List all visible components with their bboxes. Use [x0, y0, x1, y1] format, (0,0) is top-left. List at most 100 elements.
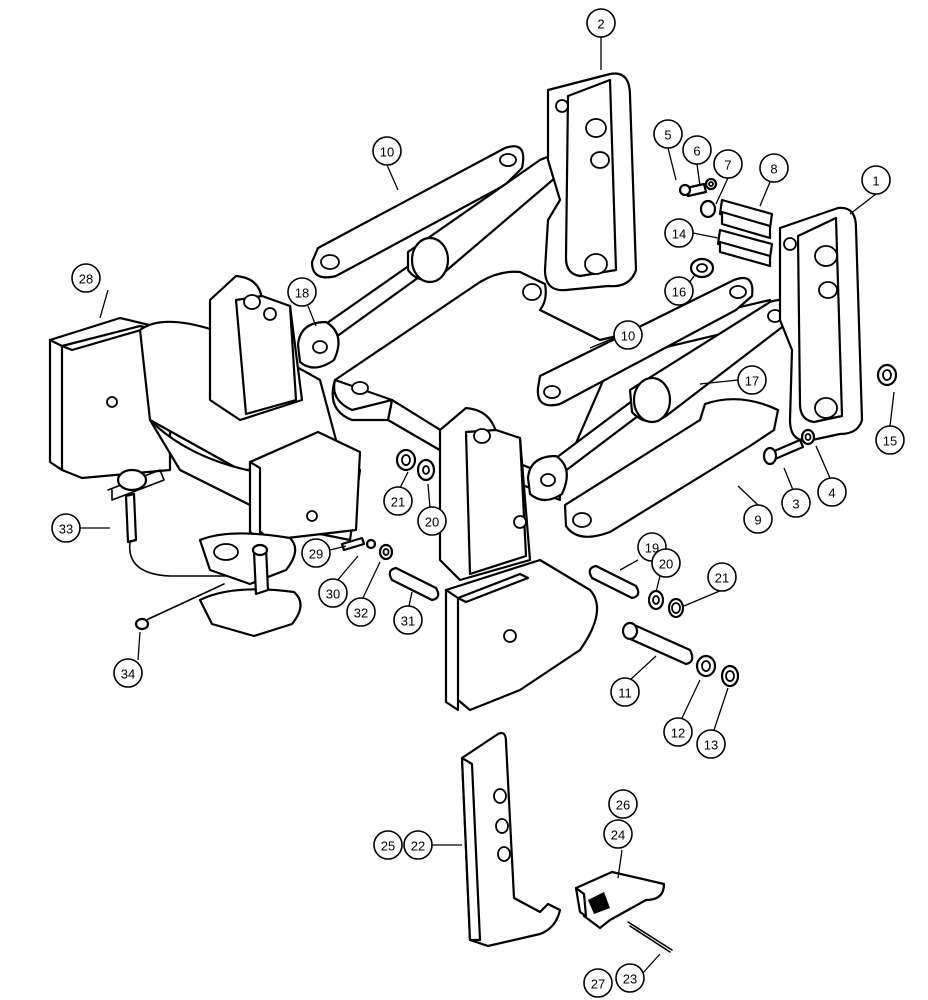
hitch-pin-33	[107, 468, 241, 577]
svg-text:7: 7	[724, 158, 731, 173]
svg-text:9: 9	[754, 513, 761, 528]
callout-26: 26	[608, 789, 638, 819]
svg-text:24: 24	[611, 828, 625, 843]
callout-16: 16	[664, 276, 694, 306]
hardware-5-6-7	[678, 177, 718, 219]
svg-text:21: 21	[715, 571, 729, 586]
pivot-bracket-1	[778, 206, 864, 442]
callout-23: 23	[615, 963, 645, 993]
lower-arm-9	[563, 398, 780, 538]
svg-text:10: 10	[621, 329, 635, 344]
svg-text:13: 13	[704, 738, 718, 753]
bolt-3-nut-4	[762, 428, 816, 466]
upper-link-arm-right	[536, 276, 754, 407]
hitch-clevis	[198, 532, 302, 638]
svg-text:5: 5	[664, 128, 671, 143]
lower-mount-plate	[444, 558, 599, 712]
callout-20-left: 20	[417, 506, 447, 536]
svg-text:19: 19	[645, 541, 659, 556]
svg-text:25: 25	[381, 839, 395, 854]
svg-text:31: 31	[401, 614, 415, 629]
callouts: 1 2 3 4 5 6 7 8 9 10 10 11 12 13 14 15 1…	[51, 8, 905, 998]
hydraulic-cylinder-right	[526, 298, 796, 502]
callout-21-left: 21	[383, 486, 413, 516]
mounting-plates-8-14	[716, 198, 774, 268]
center-upright-bracket	[438, 406, 532, 582]
svg-text:10: 10	[380, 145, 394, 160]
svg-text:15: 15	[883, 434, 897, 449]
svg-text:20: 20	[659, 557, 673, 572]
svg-text:33: 33	[59, 522, 73, 537]
callout-5: 5	[653, 119, 683, 149]
callout-20-right: 20	[651, 548, 681, 578]
washers-12-13	[695, 654, 740, 688]
svg-text:21: 21	[391, 495, 405, 510]
upper-link-arm-left	[310, 145, 525, 279]
svg-text:27: 27	[591, 977, 605, 992]
callout-10-upper: 10	[372, 136, 402, 166]
callout-32: 32	[346, 597, 376, 627]
left-mount-plate-28	[48, 316, 172, 480]
callout-6: 6	[682, 135, 712, 165]
svg-text:16: 16	[672, 285, 686, 300]
callout-15: 15	[875, 425, 905, 455]
ripper-tooth-24-26	[574, 870, 666, 930]
callout-2: 2	[586, 8, 616, 38]
callout-7: 7	[713, 149, 743, 179]
bushing-16	[689, 257, 715, 279]
callout-28: 28	[71, 263, 101, 293]
ripper-shank-22-25	[460, 731, 562, 948]
svg-text:34: 34	[121, 667, 135, 682]
callout-14: 14	[664, 218, 694, 248]
callout-33: 33	[51, 513, 81, 543]
washers-20-21-left	[395, 448, 436, 482]
callout-24: 24	[603, 819, 633, 849]
pin-31	[388, 566, 440, 602]
svg-text:20: 20	[425, 515, 439, 530]
svg-text:29: 29	[309, 547, 323, 562]
callout-4: 4	[817, 477, 847, 507]
svg-text:2: 2	[597, 17, 604, 32]
svg-text:1: 1	[872, 174, 879, 189]
svg-text:8: 8	[770, 162, 777, 177]
callout-11: 11	[610, 677, 640, 707]
svg-text:12: 12	[671, 726, 685, 741]
svg-text:30: 30	[326, 587, 340, 602]
callout-27: 27	[583, 968, 613, 998]
callout-10-lower: 10	[613, 320, 643, 350]
pivot-bracket-2	[543, 72, 638, 292]
callout-34: 34	[113, 658, 143, 688]
callout-12: 12	[663, 717, 693, 747]
callout-31: 31	[393, 605, 423, 635]
callout-29: 29	[301, 538, 331, 568]
callout-30: 30	[318, 578, 348, 608]
svg-text:18: 18	[295, 286, 309, 301]
callout-8: 8	[759, 153, 789, 183]
callout-22: 22	[403, 830, 433, 860]
svg-text:4: 4	[828, 486, 835, 501]
retaining-pin-23-27	[627, 921, 673, 953]
washers-20-21-right	[647, 589, 685, 619]
bolt-29-washers-30-32	[340, 536, 394, 561]
pin-11	[621, 621, 694, 666]
svg-text:11: 11	[618, 686, 632, 701]
svg-text:32: 32	[354, 606, 368, 621]
leader-lines	[79, 37, 895, 975]
svg-text:26: 26	[616, 798, 630, 813]
svg-text:23: 23	[623, 972, 637, 987]
washer-15	[876, 363, 898, 387]
pin-19	[588, 564, 640, 600]
callout-21-right: 21	[707, 562, 737, 592]
svg-text:28: 28	[79, 272, 93, 287]
callout-18: 18	[287, 277, 317, 307]
callout-3: 3	[781, 488, 811, 518]
callout-1: 1	[861, 165, 891, 195]
callout-9: 9	[743, 504, 773, 534]
callout-25: 25	[373, 830, 403, 860]
svg-text:22: 22	[411, 839, 425, 854]
callout-17: 17	[737, 365, 767, 395]
center-mount-plate	[248, 430, 362, 542]
svg-text:6: 6	[693, 144, 700, 159]
